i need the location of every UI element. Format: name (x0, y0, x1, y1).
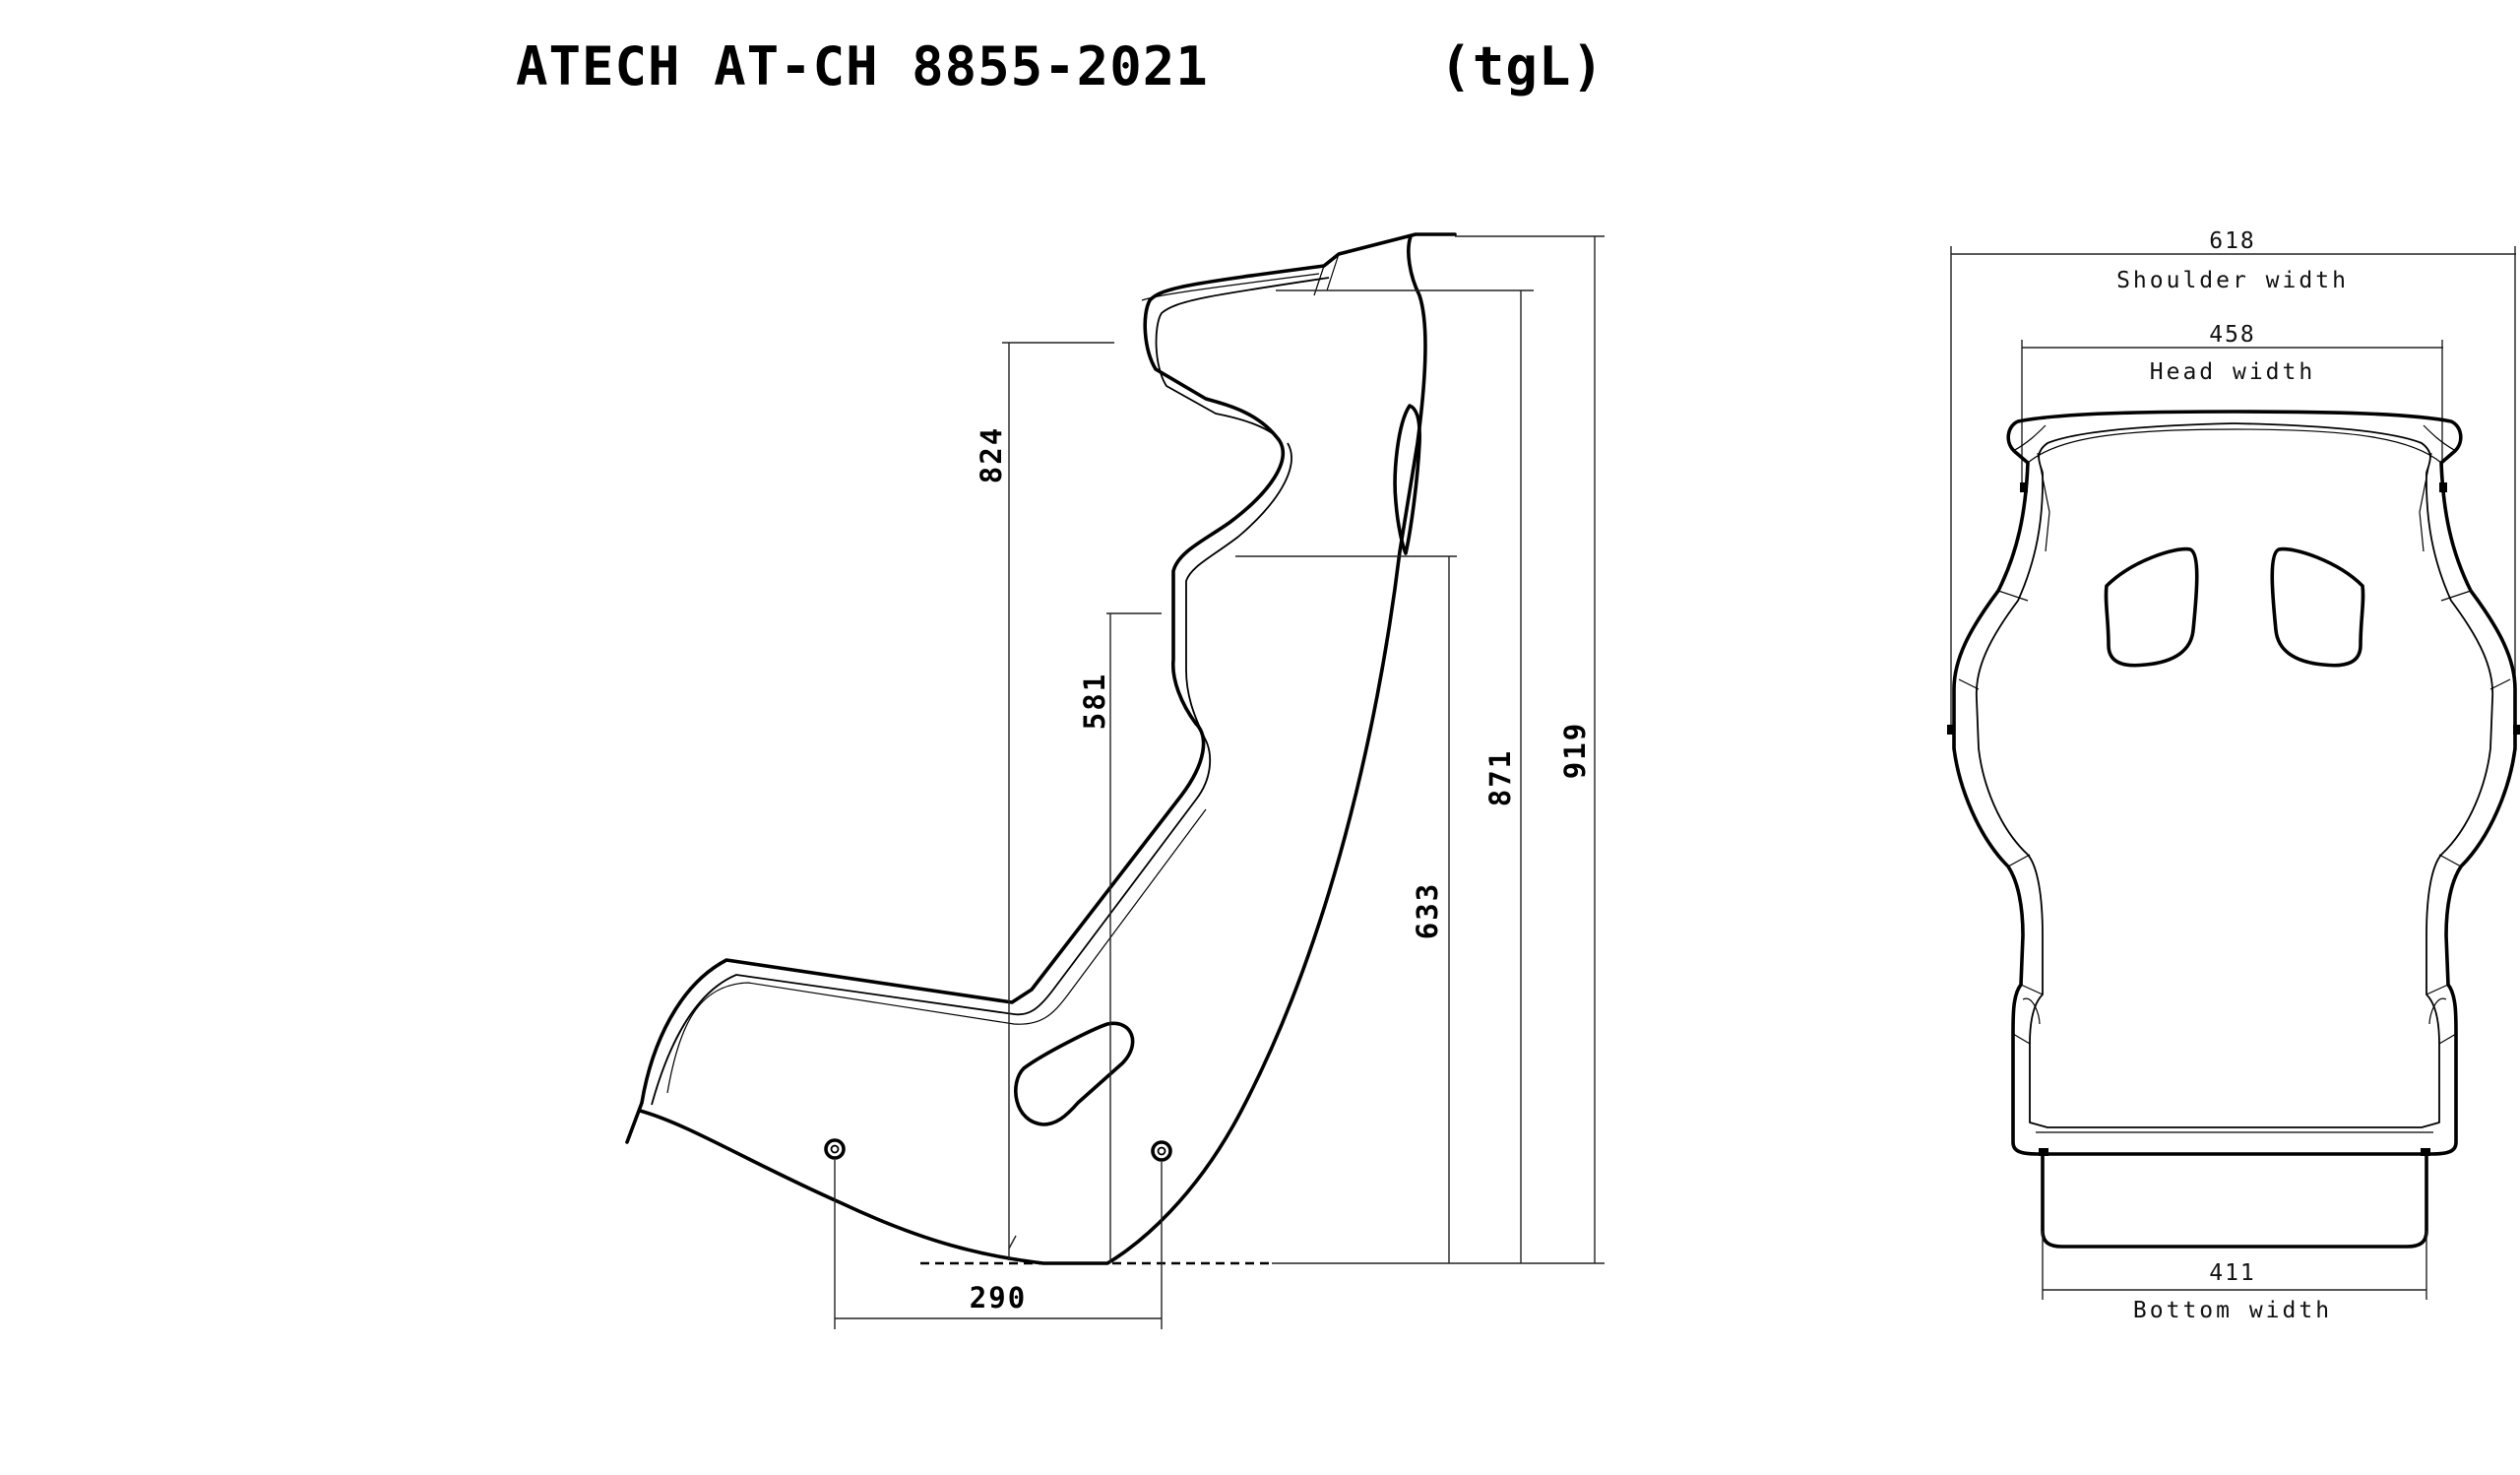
front-inner-rim-right (2234, 422, 2494, 1128)
bottom-width-label: Bottom width (2133, 1298, 2332, 1323)
dimension-633: 633 (1235, 555, 1457, 1263)
bottom-width-value: 411 (2209, 1260, 2256, 1286)
dim-871-label: 871 (1483, 749, 1517, 806)
front-inner-rim-left (1975, 422, 2236, 1128)
seat-model-name: ATECH AT-CH 8855-2021 (516, 35, 1209, 97)
side-shell-inner-edge (651, 442, 1292, 1106)
dimension-290: 290 (834, 1160, 1163, 1329)
dimension-581: 581 (1078, 612, 1162, 1263)
dim-824-label: 824 (975, 426, 1008, 483)
side-shell-outline (625, 232, 1457, 1144)
side-belt-slot-top (1393, 404, 1421, 555)
dimension-919: 919 (1455, 235, 1605, 1263)
front-pivot-left-top (2020, 482, 2028, 492)
front-harness-slot-left (2104, 546, 2199, 668)
front-pivot-right-mid (2513, 725, 2520, 735)
dim-581-label: 581 (1078, 673, 1111, 730)
side-belt-slot (1014, 1021, 1135, 1126)
front-pivot-left-mid (1947, 725, 1955, 735)
shoulder-width-value: 618 (2209, 228, 2256, 254)
dim-290-label: 290 (970, 1281, 1027, 1315)
front-seat-base (2041, 1152, 2428, 1249)
side-view: 824 581 633 871 (625, 232, 1605, 1329)
side-back-outline (638, 234, 1427, 1265)
front-lower-bolster-lines (2022, 997, 2447, 1133)
dimension-bottom-width: 411 Bottom width (2042, 1231, 2427, 1323)
seat-size-variant: (tgL) (1439, 35, 1605, 97)
front-rim-detail-left (1958, 424, 2236, 1045)
dimension-871: 871 (1276, 289, 1534, 1263)
side-headrest-inner-edge (1155, 277, 1330, 440)
dimension-824: 824 (975, 342, 1114, 1260)
dimension-shoulder-width: 618 Shoulder width (1950, 228, 2516, 729)
drawing-title: ATECH AT-CH 8855-2021 (tgL) (516, 35, 1605, 97)
dim-633-label: 633 (1411, 882, 1444, 939)
head-width-value: 458 (2209, 322, 2256, 348)
side-mounting-hole-rear (824, 1138, 846, 1160)
front-view: 618 Shoulder width 458 Head width (1947, 228, 2520, 1323)
shoulder-width-label: Shoulder width (2116, 268, 2349, 293)
side-shell-rim-line (666, 808, 1207, 1094)
front-mount-tab-left (2039, 1148, 2048, 1156)
dim-919-label: 919 (1558, 722, 1592, 779)
front-pivot-right-top (2439, 482, 2447, 492)
front-rim-detail-right (2234, 424, 2511, 1045)
front-harness-slot-right (2270, 546, 2365, 668)
front-mount-tab-right (2421, 1148, 2430, 1156)
head-width-label: Head width (2150, 359, 2315, 385)
dimension-head-width: 458 Head width (2021, 322, 2443, 492)
side-mounting-hole-front (1151, 1140, 1172, 1162)
front-shell-outline (1952, 410, 2517, 1156)
